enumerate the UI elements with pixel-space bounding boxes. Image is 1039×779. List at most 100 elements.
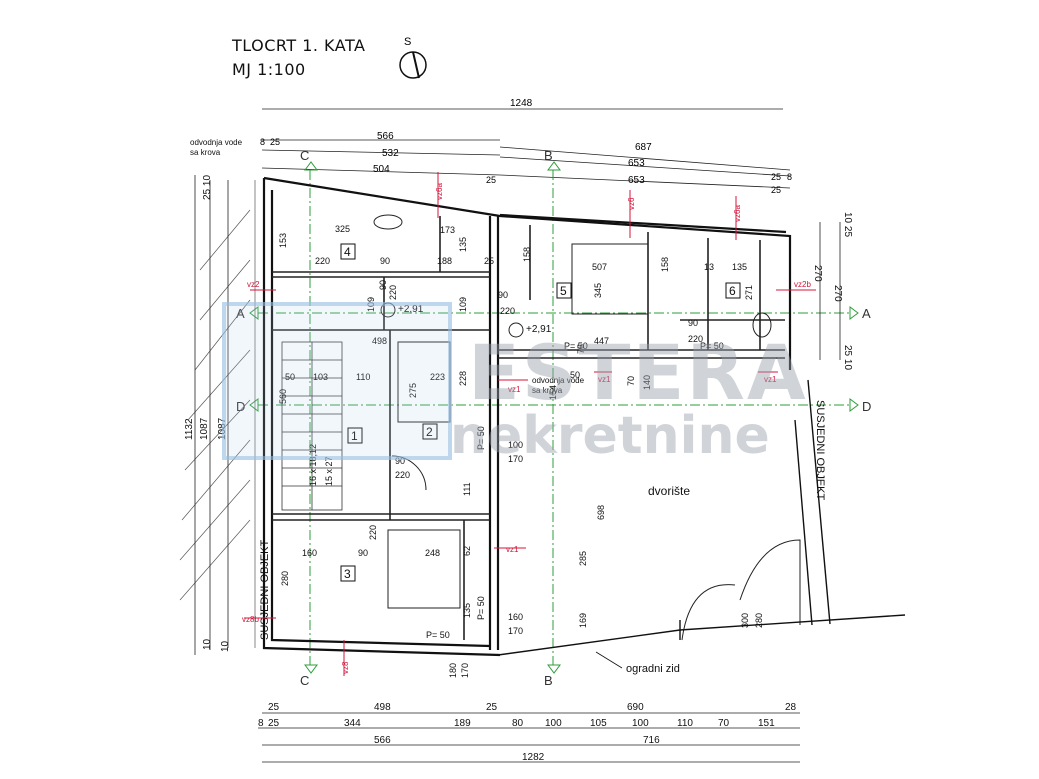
dim-111: 111 <box>462 482 472 496</box>
room-2-number: 2 <box>426 425 433 439</box>
p50-label-e: P= 50 <box>700 341 724 351</box>
outer-walls <box>262 176 792 657</box>
gate-swing-2 <box>681 584 736 641</box>
dim-220: 220 <box>315 256 330 266</box>
dim-135: 135 <box>458 237 468 252</box>
dim-top-532: 532 <box>382 148 399 159</box>
dim-13: 13 <box>704 262 714 272</box>
dim-left-25-10: 25 10 <box>202 175 213 200</box>
p50-label-d: P= 50 <box>564 341 588 351</box>
dim-right-10-25: 10 25 <box>842 212 853 237</box>
sink-room-6 <box>752 312 772 338</box>
dim-248: 248 <box>425 548 440 558</box>
tag-vz6a: vz6a <box>435 183 444 200</box>
bed-room-3 <box>387 529 461 609</box>
tag-vz8: vz8 <box>341 661 350 674</box>
dim-154: 154 <box>548 385 558 400</box>
dim-160: 160 <box>302 548 317 558</box>
neighbor-hatch-left <box>179 180 256 648</box>
dim-698: 698 <box>596 505 606 520</box>
p50-label-a: P= 50 <box>426 630 450 640</box>
tag-vz2: vz2 <box>247 280 260 289</box>
dim-bot-344: 344 <box>344 718 361 729</box>
dim-bot-70: 70 <box>718 718 730 729</box>
dim-110: 110 <box>356 372 370 382</box>
left-dimension-lines <box>194 175 229 655</box>
drainage-label-top: odvodnja vode <box>190 138 243 147</box>
dim-top-25a: 25 <box>270 137 280 147</box>
axis-D-left: D <box>236 399 245 414</box>
dim-right-270b: 270 <box>832 285 843 302</box>
dim-180: 180 <box>448 663 458 678</box>
dim-50b: 50 <box>570 370 580 380</box>
p50-label-c: P= 50 <box>476 596 486 620</box>
drainage-label-mid: odvodnja vode <box>532 376 585 385</box>
dim-170: 170 <box>508 454 523 464</box>
dim-173: 173 <box>440 225 455 235</box>
room-6-number: 6 <box>729 284 736 298</box>
dim-left-1132: 1132 <box>184 418 195 440</box>
drainage-label-mid-2: sa krova <box>532 386 563 395</box>
neighbor-right-label: SUSJEDNI OBJEKT <box>814 400 826 501</box>
dim-top-8: 8 <box>260 137 265 147</box>
bottom-dimension-lines <box>258 712 800 763</box>
dim-103: 103 <box>313 372 328 382</box>
dim-left-10b: 10 <box>220 640 231 652</box>
dim-498: 498 <box>372 336 387 346</box>
dim-bot-100a: 100 <box>545 718 562 729</box>
gate-swing <box>739 539 801 625</box>
dim-153: 153 <box>278 233 288 248</box>
drainage-label-top-2: sa krova <box>190 148 221 157</box>
courtyard-label: dvorište <box>648 484 690 498</box>
watermark-logo-box <box>222 302 452 460</box>
level-label-1: +2,91 <box>398 304 424 315</box>
axis-A-left: A <box>236 306 245 321</box>
dim-bot-80: 80 <box>512 718 524 729</box>
dim-top-25d: 25 <box>771 185 781 195</box>
tag-vz2b: vz2b <box>794 280 811 289</box>
watermark-sub: nekretnine <box>450 406 770 466</box>
dim-bot-100b: 100 <box>632 718 649 729</box>
bed-room-5 <box>571 243 649 315</box>
dim-345: 345 <box>593 283 603 298</box>
tag-vz1-d: vz1 <box>506 545 519 554</box>
dim-90e: 90 <box>358 548 368 558</box>
axis-C-top: C <box>300 148 309 163</box>
axis-lines <box>258 170 850 665</box>
tag-vz6a-2: vz6a <box>733 205 742 222</box>
dim-220f: 220 <box>395 470 410 480</box>
axis-C-bottom: C <box>300 673 309 688</box>
dim-280: 280 <box>280 571 290 586</box>
level-marker-2 <box>508 322 524 338</box>
tag-vz8b: vz8b <box>242 615 259 624</box>
room-4-number: 4 <box>344 245 351 259</box>
dim-right-25-10: 25 10 <box>842 345 853 370</box>
dim-50: 50 <box>285 372 295 382</box>
dim-bot-28: 28 <box>785 702 797 713</box>
dim-top-566: 566 <box>377 131 394 142</box>
dim-bot-25: 25 <box>268 702 280 713</box>
dim-25: 25 <box>484 256 494 266</box>
axis-markers <box>249 161 859 674</box>
dim-bot-105: 105 <box>590 718 607 729</box>
dim-left-10: 10 <box>202 638 213 650</box>
right-dimension-lines <box>819 222 841 360</box>
dim-220d: 220 <box>688 334 703 344</box>
plan-scale: MJ 1:100 <box>232 60 306 79</box>
dim-top-653a: 653 <box>628 158 645 169</box>
p50-label-b: P= 50 <box>476 426 486 450</box>
dim-140: 140 <box>642 375 652 390</box>
dim-top-504: 504 <box>373 164 390 175</box>
plan-title: TLOCRT 1. KATA <box>232 36 366 55</box>
sink-room-4 <box>373 214 403 230</box>
tag-vz1-a: vz1 <box>508 385 521 394</box>
dim-left-1087a: 1087 <box>199 417 210 440</box>
dim-100: 100 <box>508 440 523 450</box>
dim-220e: 220 <box>368 525 378 540</box>
tag-vz1-b: vz1 <box>598 375 611 384</box>
axis-D-right: D <box>862 399 871 414</box>
dim-70: 70 <box>626 376 636 386</box>
dim-90b: 90 <box>378 280 388 290</box>
dim-560: 560 <box>278 389 288 404</box>
